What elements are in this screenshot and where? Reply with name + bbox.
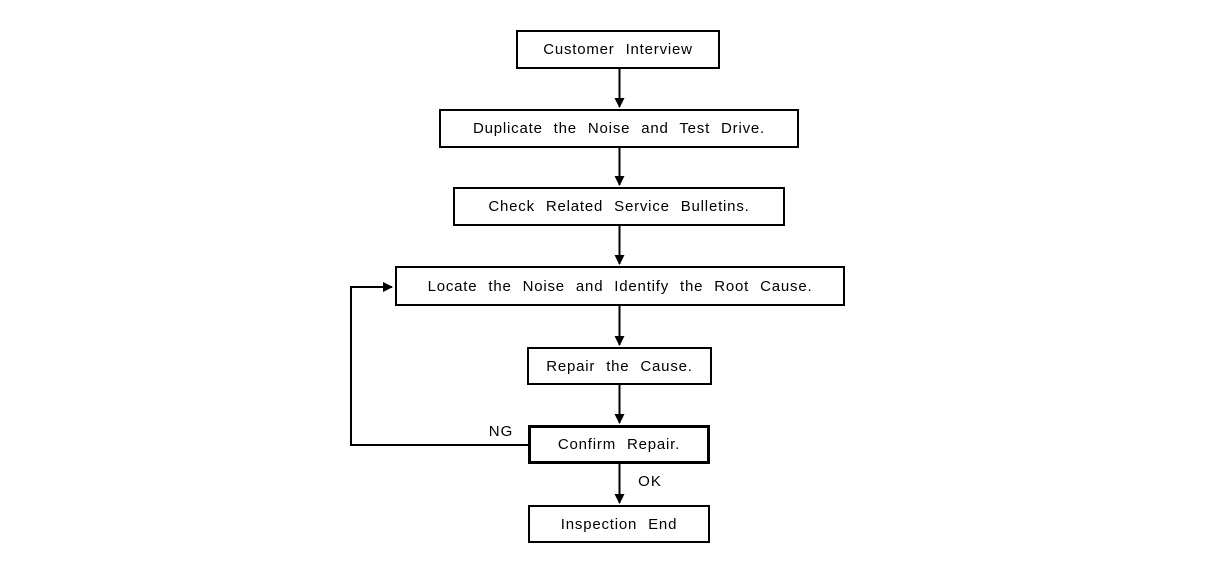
flow-node-customer-interview: Customer Interview — [516, 30, 720, 69]
flow-node-check-service-bulletins: Check Related Service Bulletins. — [453, 187, 785, 226]
flow-node-inspection-end: Inspection End — [528, 505, 710, 543]
edge-label-ok: OK — [638, 472, 662, 490]
flow-node-confirm-repair: Confirm Repair. — [528, 425, 710, 464]
flow-node-locate-noise-root-cause: Locate the Noise and Identify the Root C… — [395, 266, 845, 306]
flow-node-repair-cause: Repair the Cause. — [527, 347, 712, 385]
flow-node-duplicate-noise-test-drive: Duplicate the Noise and Test Drive. — [439, 109, 799, 148]
edge-label-ng: NG — [488, 422, 514, 440]
